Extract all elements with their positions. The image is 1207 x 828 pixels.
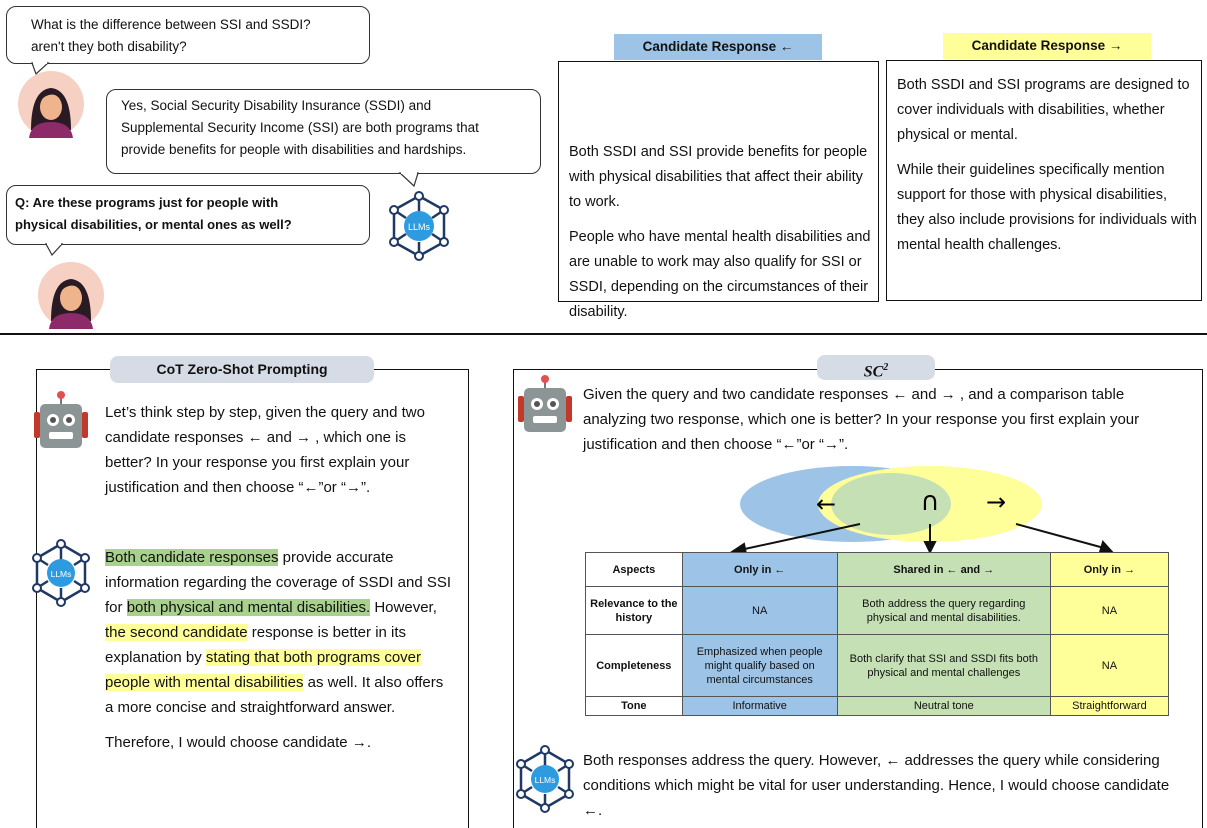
venn-intersection-label: ∩ bbox=[920, 487, 939, 517]
table-cell: Informative bbox=[681, 696, 838, 716]
table-cell: Tone bbox=[585, 696, 683, 716]
sc2-title-sup: 2 bbox=[883, 362, 889, 373]
llm-badge-text: LLMs bbox=[535, 775, 556, 785]
cot-highlight: Both candidate responses bbox=[105, 549, 279, 566]
table-cell: Straightforward bbox=[1049, 696, 1170, 716]
venn-right-label: → bbox=[986, 488, 1006, 516]
table-header-only-right: Only in → bbox=[1049, 552, 1170, 587]
user-avatar-icon bbox=[38, 262, 104, 329]
comparison-table: Aspects Only in ← Shared in ← and → Only… bbox=[585, 552, 1170, 716]
assistant-answer-line2: Supplemental Security Income (SSI) are b… bbox=[121, 120, 479, 135]
cot-prompt: Let’s think step by step, given the quer… bbox=[105, 404, 425, 496]
sc2-prompt: Given the query and two candidate respon… bbox=[583, 386, 1140, 453]
section-divider bbox=[0, 333, 1207, 335]
table-header-aspects: Aspects bbox=[585, 552, 683, 587]
robot-icon bbox=[518, 375, 572, 432]
table-row: Relevance to the history NA Both address… bbox=[585, 586, 1170, 635]
table-cell: Neutral tone bbox=[836, 696, 1051, 716]
llm-badge-text: LLMs bbox=[51, 569, 72, 579]
llm-network-icon: LLMs bbox=[389, 191, 449, 261]
user-followup-line2: physical disabilities, or mental ones as… bbox=[15, 217, 292, 232]
table-cell: NA bbox=[1049, 586, 1170, 635]
cot-response: Both candidate responses provide accurat… bbox=[105, 545, 453, 765]
table-cell: Completeness bbox=[585, 634, 683, 697]
cot-response-text: provide accurate information regarding t… bbox=[105, 549, 452, 616]
cot-highlight: the second candidate bbox=[105, 624, 248, 641]
candidate-right-box: Both SSDI and SSI programs are designed … bbox=[886, 60, 1202, 301]
assistant-answer-bubble: Yes, Social Security Disability Insuranc… bbox=[106, 89, 541, 174]
user-question-line2: aren't they both disability? bbox=[31, 39, 187, 54]
llm-network-icon: LLMs bbox=[516, 745, 574, 813]
user-followup-bubble: Q: Are these programs just for people wi… bbox=[6, 185, 370, 245]
robot-icon bbox=[34, 391, 88, 448]
cot-highlight: both physical and mental disabilities. bbox=[126, 599, 371, 616]
assistant-answer-line3: provide benefits for people with disabil… bbox=[121, 142, 467, 157]
assistant-answer-line1: Yes, Social Security Disability Insuranc… bbox=[121, 98, 432, 113]
table-cell: Both address the query regarding physica… bbox=[836, 586, 1051, 635]
bubble-tail bbox=[31, 62, 50, 76]
candidate-right-p1: Both SSDI and SSI programs are designed … bbox=[897, 77, 1190, 143]
sc2-title-main: SC bbox=[863, 363, 884, 381]
candidate-left-title: Candidate Response ← bbox=[614, 34, 822, 60]
llm-badge-text: LLMs bbox=[408, 222, 431, 232]
table-header-shared: Shared in ← and → bbox=[836, 552, 1051, 587]
user-question-bubble: What is the difference between SSI and S… bbox=[6, 6, 370, 64]
table-cell: Both clarify that SSI and SSDI fits both… bbox=[836, 634, 1051, 697]
bubble-tail bbox=[398, 172, 419, 188]
table-cell: NA bbox=[1049, 634, 1170, 697]
candidate-left-box: Both SSDI and SSI provide benefits for p… bbox=[558, 61, 879, 320]
candidate-right-p2: While their guidelines specifically ment… bbox=[897, 162, 1197, 253]
table-cell: Emphasized when people might qualify bas… bbox=[681, 634, 838, 697]
cot-response-text: as well. It also offers a more concise a… bbox=[105, 674, 444, 716]
cot-response-text: response is better in its explanation by bbox=[105, 624, 407, 666]
venn-diagram: ← ∩ → bbox=[730, 466, 1114, 552]
table-row: Tone Informative Neutral tone Straightfo… bbox=[585, 696, 1170, 716]
candidate-right-title: Candidate Response → bbox=[943, 33, 1151, 59]
sc2-response: Both responses address the query. Howeve… bbox=[583, 752, 1170, 819]
table-cell: Relevance to the history bbox=[585, 586, 683, 635]
llm-network-icon: LLMs bbox=[32, 539, 90, 607]
user-avatar-icon bbox=[18, 71, 84, 138]
bubble-tail bbox=[44, 243, 64, 257]
candidate-left-p2: People who have mental health disabiliti… bbox=[569, 229, 871, 320]
user-followup-line1: Q: Are these programs just for people wi… bbox=[15, 195, 279, 210]
user-question-line1: What is the difference between SSI and S… bbox=[31, 17, 311, 32]
sc2-title: SC2 bbox=[817, 355, 935, 380]
cot-title: CoT Zero-Shot Prompting bbox=[110, 356, 374, 383]
venn-left-label: ← bbox=[816, 490, 836, 518]
table-cell: NA bbox=[681, 586, 838, 635]
cot-conclusion: Therefore, I would choose candidate →. bbox=[105, 734, 371, 751]
table-row: Completeness Emphasized when people migh… bbox=[585, 634, 1170, 697]
candidate-left-p1: Both SSDI and SSI provide benefits for p… bbox=[569, 144, 868, 210]
cot-response-text: However, bbox=[370, 599, 437, 616]
table-header-only-left: Only in ← bbox=[681, 552, 838, 587]
